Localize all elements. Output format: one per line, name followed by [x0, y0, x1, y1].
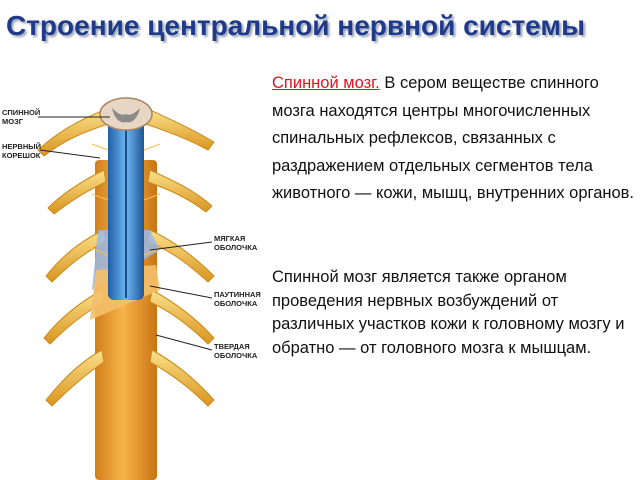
paragraph-spinal-cord-conduction: Спинной мозг является также органом пров…: [272, 268, 625, 357]
nerve-roots: [37, 109, 215, 407]
paragraph1-text: В сером веществе спинного мозга находятс…: [272, 74, 635, 202]
term-spinal-cord: Спинной мозг.: [272, 74, 380, 92]
label-pia-mater: МЯГКАЯ ОБОЛОЧКА: [214, 234, 258, 252]
label-nerve-root: НЕРВНЫЙ КОРЕШОК: [2, 142, 41, 160]
grey-matter: [112, 108, 140, 123]
label-arachnoid: ПАУТИННАЯ ОБОЛОЧКА: [214, 290, 261, 308]
slide-title: Строение центральной нервной системы: [6, 10, 585, 41]
spinal-cord-illustration: [37, 97, 215, 480]
label-spinal-cord: СПИННОЙ МОЗГ: [2, 108, 41, 126]
paragraph-spinal-cord-centers: Спинной мозг. В сером веществе спинного …: [272, 70, 638, 208]
label-dura-mater: ТВЕРДАЯ ОБОЛОЧКА: [214, 342, 258, 360]
leader-lines: [38, 116, 213, 351]
spinal-cord-diagram: СПИННОЙ МОЗГ НЕРВНЫЙ КОРЕШОК МЯГКАЯ ОБОЛ…: [0, 80, 270, 480]
